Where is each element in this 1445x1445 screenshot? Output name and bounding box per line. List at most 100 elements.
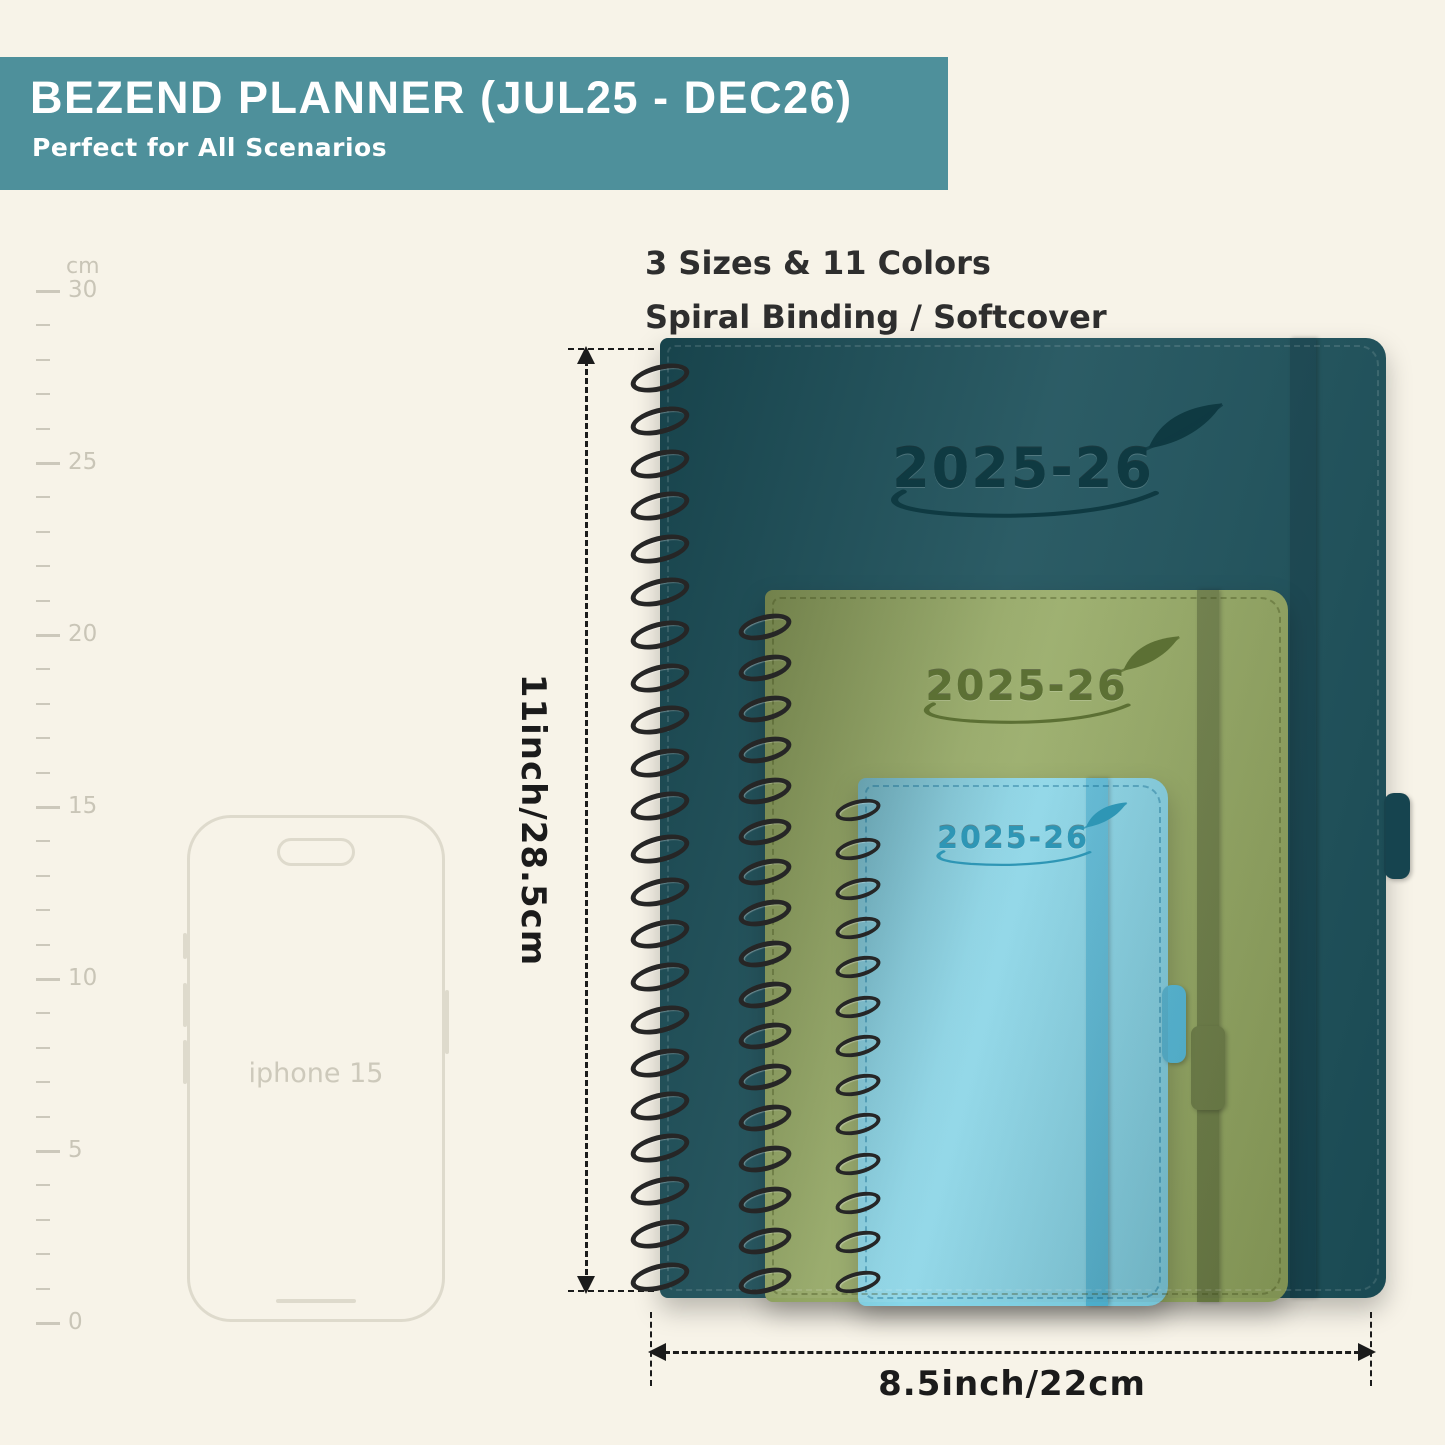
ruler-tick <box>36 1218 50 1221</box>
ruler-number: 10 <box>68 965 98 991</box>
phone-volume-up-button <box>183 983 187 1027</box>
ruler-tick <box>36 771 50 774</box>
ruler-tick <box>36 530 50 533</box>
ruler-tick <box>36 427 50 430</box>
spiral-coil <box>735 1017 795 1055</box>
spiral-coil <box>627 786 693 826</box>
spiral-coil <box>833 834 883 865</box>
ruler-number: 20 <box>68 621 98 647</box>
height-dimension-label: 11inch/28.5cm <box>513 673 553 967</box>
planner-small-spiral-binding <box>833 794 883 1297</box>
feather-icon <box>1144 402 1224 452</box>
ruler-unit-label: cm <box>66 254 100 279</box>
spiral-coil <box>833 1030 883 1062</box>
spiral-coil <box>627 614 693 655</box>
feather-icon <box>1120 636 1181 673</box>
ruler-tick <box>36 599 50 602</box>
spiral-coil <box>627 657 693 698</box>
spiral-coil <box>627 957 693 998</box>
feature-sizes-colors: 3 Sizes & 11 Colors <box>645 244 991 282</box>
spiral-coil <box>627 572 693 612</box>
height-extension-top <box>568 348 654 350</box>
ruler-number: 25 <box>68 449 98 475</box>
emboss-swoosh <box>890 489 1159 518</box>
spiral-coil <box>735 1263 795 1300</box>
banner-subtitle: Perfect for All Scenarios <box>32 132 388 162</box>
ruler-tick <box>36 290 60 293</box>
spiral-coil <box>627 828 693 869</box>
ruler-tick <box>36 840 50 843</box>
banner: BEZEND PLANNER (JUL25 - DEC26) Perfect f… <box>0 57 948 190</box>
height-extension-bottom <box>568 1290 654 1292</box>
width-dimension-label: 8.5inch/22cm <box>878 1364 1146 1404</box>
spiral-coil <box>627 529 693 570</box>
planner-medium-year: 2025-26 <box>925 662 1128 710</box>
feather-icon <box>1083 802 1128 830</box>
planner-large-spiral-binding <box>627 358 693 1297</box>
spiral-coil <box>833 912 883 944</box>
ruler-tick <box>36 634 60 637</box>
spiral-coil <box>735 1099 795 1136</box>
spiral-coil <box>735 1222 795 1259</box>
emboss-swoosh <box>924 702 1132 724</box>
spiral-coil <box>833 1069 883 1101</box>
arrow-up-icon <box>577 346 595 364</box>
ruler-tick <box>36 496 50 499</box>
spiral-coil <box>833 951 883 983</box>
ruler-tick <box>36 737 50 740</box>
planner-medium-spiral-binding <box>735 608 795 1300</box>
banner-title: BEZEND PLANNER (JUL25 - DEC26) <box>30 72 853 123</box>
planner-medium-emboss: 2025-26 <box>924 636 1181 724</box>
iphone-outline: iphone 15 <box>183 815 449 1322</box>
ruler-tick <box>36 358 50 361</box>
spiral-coil <box>833 1187 883 1219</box>
spiral-coil <box>833 991 883 1022</box>
ruler-tick <box>36 943 50 946</box>
ruler-number: 0 <box>68 1309 83 1335</box>
arrow-down-icon <box>577 1276 595 1294</box>
spiral-coil <box>627 1128 693 1169</box>
feature-text: 3 Sizes & 11 Colors Spiral Binding / Sof… <box>645 236 1107 345</box>
planner-small-cover: 2025-26 <box>858 778 1168 1306</box>
planner-small-emboss: 2025-26 <box>936 802 1128 867</box>
height-dimension-line <box>585 360 588 1284</box>
phone-volume-down-button <box>183 1040 187 1084</box>
spiral-coil <box>627 358 693 398</box>
ruler-tick <box>36 1012 50 1015</box>
spiral-coil <box>735 772 795 809</box>
spiral-coil <box>627 1214 693 1254</box>
ruler-tick <box>36 1081 50 1084</box>
ruler-tick <box>36 1322 60 1325</box>
spiral-coil <box>735 976 795 1014</box>
spiral-coil <box>833 873 883 904</box>
arrow-right-icon <box>1358 1343 1376 1361</box>
planner-large-pen-loop <box>1384 793 1410 879</box>
ruler-tick <box>36 565 50 568</box>
spiral-coil <box>627 400 693 441</box>
spiral-coil <box>735 813 795 850</box>
spiral-coil <box>833 1109 883 1140</box>
ruler-tick <box>36 393 50 396</box>
ruler-tick <box>36 702 50 705</box>
ruler-tick <box>36 462 60 465</box>
spiral-coil <box>833 1227 883 1258</box>
width-extension-left <box>650 1312 652 1386</box>
spiral-coil <box>735 854 795 891</box>
spiral-coil <box>627 1085 693 1126</box>
spiral-coil <box>735 731 795 768</box>
spiral-coil <box>627 443 693 484</box>
ruler-tick <box>36 1115 50 1118</box>
planner-large-year: 2025-26 <box>892 437 1154 500</box>
phone-label: iphone 15 <box>248 1058 384 1090</box>
spiral-coil <box>627 1000 693 1040</box>
spiral-coil <box>833 1148 883 1179</box>
ruler-tick <box>36 324 50 327</box>
ruler-tick <box>36 978 60 981</box>
spiral-coil <box>735 895 795 932</box>
spiral-coil <box>627 1256 693 1297</box>
ruler-tick <box>36 1184 50 1187</box>
phone-power-button <box>445 990 449 1054</box>
ruler-number: 15 <box>68 793 98 819</box>
ruler-tick <box>36 1150 60 1153</box>
